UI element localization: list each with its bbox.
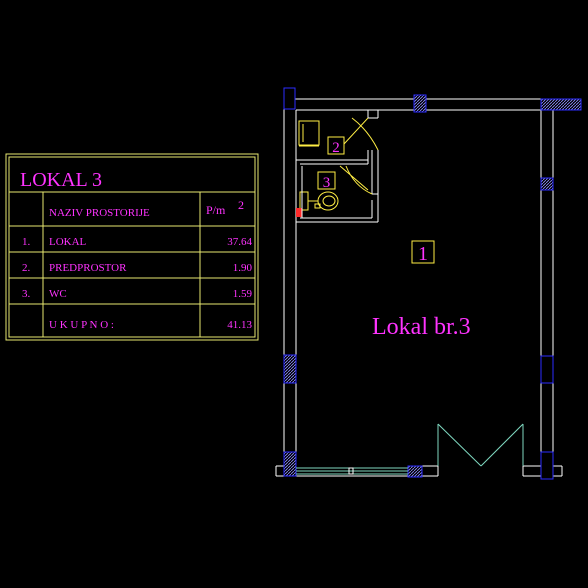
wc-door-swing [339,165,373,195]
column-right-upper [540,177,554,191]
wc-door-marker [296,208,302,217]
row-3-number: 3. [22,288,31,300]
column-left-mid [283,354,297,384]
column-bottom-right [540,451,554,480]
walls [275,98,580,479]
toilet-tank [299,191,309,211]
column-right-lower [540,355,554,384]
room-number-3: 3 [323,175,331,191]
column-bottom-left [283,451,297,477]
room-number-1: 1 [418,243,428,265]
structural-columns [283,87,582,480]
column-bottom-mid [407,465,423,478]
column-top-right [540,98,582,111]
column-top-left [283,87,296,110]
sanitary-fixtures [298,117,379,211]
table-border-outer [5,153,259,341]
shop-window [296,467,408,475]
row-3-area: 1.59 [233,288,253,300]
table-border-inner [8,156,256,338]
total-value: 41.13 [227,319,252,331]
column-header-area-sup: 2 [238,198,244,212]
row-3-name: WC [49,288,67,300]
entrance-door [437,423,524,467]
row-1-name: LOKAL [49,236,87,248]
sink [298,120,320,146]
anteroom-door-swing [343,117,379,151]
room-number-2: 2 [332,140,340,156]
row-1-number: 1. [22,236,31,248]
area-table [5,153,259,341]
row-2-number: 2. [22,262,31,274]
room-label-main: Lokal br.3 [372,314,471,340]
row-2-area: 1.90 [233,262,253,274]
column-header-area: P/m [206,203,226,217]
total-label: U K U P N O : [49,319,114,331]
column-header-name: NAZIV PROSTORIJE [49,207,150,219]
row-1-area: 37.64 [227,236,252,248]
table-title: LOKAL 3 [20,169,102,191]
room-number-box-1 [411,240,435,264]
room-number-box-2 [327,136,345,155]
column-top-mid [413,94,427,113]
row-2-name: PREDPROSTOR [49,262,127,274]
room-number-box-3 [317,171,336,190]
